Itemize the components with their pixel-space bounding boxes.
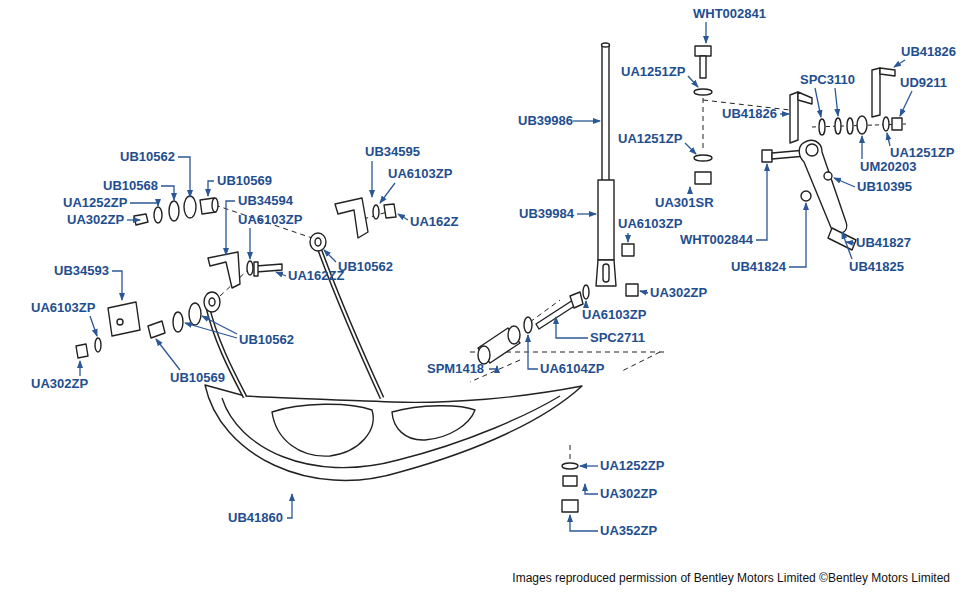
part-number: UA1251ZP (890, 145, 954, 161)
part-number: SPM1418 (427, 361, 484, 377)
part-number: UA6103ZP (388, 166, 452, 182)
part-number: UA302ZP (31, 376, 88, 392)
copyright-note: Images reproduced permission of Bentley … (512, 571, 950, 586)
part-number: UB34595 (365, 144, 420, 160)
part-number: WHT002844 (680, 232, 753, 248)
part-number: UM20203 (860, 159, 916, 175)
part-number: UB41825 (849, 259, 904, 275)
part-number: UB10562 (239, 332, 294, 348)
part-number: UA302ZP (67, 212, 124, 228)
part-number: UB10562 (120, 149, 175, 165)
part-number: UA1252ZP (63, 195, 127, 211)
part-number: UB41860 (228, 510, 283, 526)
part-number: UA6103ZP (618, 216, 682, 232)
part-number: UA352ZP (600, 523, 657, 539)
part-number: SPC2711 (590, 330, 645, 346)
part-number: UB10569 (217, 173, 272, 189)
part-number: UA6103ZP (582, 307, 646, 323)
part-number: UA162ZZ (288, 268, 344, 284)
part-number: UB39984 (519, 206, 574, 222)
part-number: UB39986 (518, 113, 573, 129)
part-number: UA162Z (410, 214, 458, 230)
part-number: UA301SR (655, 195, 714, 211)
part-number: UB41827 (856, 235, 911, 251)
part-number: UB10569 (170, 370, 225, 386)
part-number: UA6103ZP (31, 300, 95, 316)
part-number: UB34594 (238, 193, 293, 209)
part-number: UB10395 (857, 179, 912, 195)
part-number: UA6104ZP (540, 361, 604, 377)
part-number: UA302ZP (600, 486, 657, 502)
part-number: WHT002841 (693, 6, 766, 22)
part-number: UB41826 (901, 44, 956, 60)
part-number: UA302ZP (650, 285, 707, 301)
part-number: UA6103ZP (238, 212, 302, 228)
part-number: UB41826 (722, 106, 777, 122)
part-number: UD9211 (900, 75, 947, 91)
part-number: SPC3110 (800, 72, 855, 88)
part-number: UB10562 (338, 259, 393, 275)
part-number: UB10568 (103, 178, 158, 194)
part-number: UB34593 (54, 263, 109, 279)
part-number: UA1251ZP (621, 64, 685, 80)
part-number: UB41824 (731, 259, 786, 275)
part-number: UA1252ZP (600, 458, 664, 474)
part-number: UA1251ZP (618, 131, 682, 147)
